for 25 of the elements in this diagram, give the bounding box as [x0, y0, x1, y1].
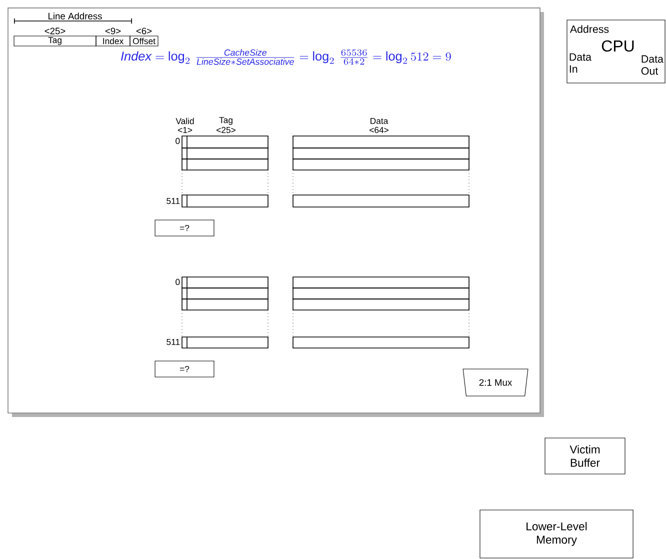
memory-box: Lower-Level Memory	[480, 510, 634, 558]
node-label: <9>	[105, 28, 121, 34]
formula: $\mathit{Index}=\log_2\,\frac{\mathit{CacheSize}}{\mathit{LineSize}*\mathit{SetAssociative}}=\log_2\,\frac{65536}{64*2}=\log_2 512=9$	[121, 49, 451, 65]
row-number: 0	[176, 138, 180, 144]
panel	[8, 8, 544, 418]
column-label: <64>	[370, 126, 388, 134]
row-number: 511	[166, 338, 180, 346]
comparator-box: =?	[154, 360, 214, 378]
column-label: Tag	[219, 117, 232, 125]
row-number: 511	[166, 198, 180, 204]
buffer-box: Victim Buffer	[544, 438, 626, 474]
column-label: <1>	[178, 127, 192, 133]
field-box: Offset <6>	[130, 28, 158, 46]
node-label: <25>	[44, 28, 66, 34]
mux-trapezoid: 2:1 Mux	[462, 368, 528, 396]
comparator-box: =?	[154, 220, 214, 236]
node-label: <6>	[136, 28, 152, 34]
cpu-box: Address CPU Data In Data Out	[566, 20, 666, 84]
label: Line Address	[48, 12, 102, 20]
column-label: Data	[370, 118, 388, 124]
row-number: 0	[176, 278, 180, 286]
column-label: <25>	[216, 126, 236, 134]
column-label: Valid	[176, 118, 194, 124]
field-box: Index <9>	[96, 28, 130, 46]
field-box: Tag <25>	[14, 28, 96, 46]
